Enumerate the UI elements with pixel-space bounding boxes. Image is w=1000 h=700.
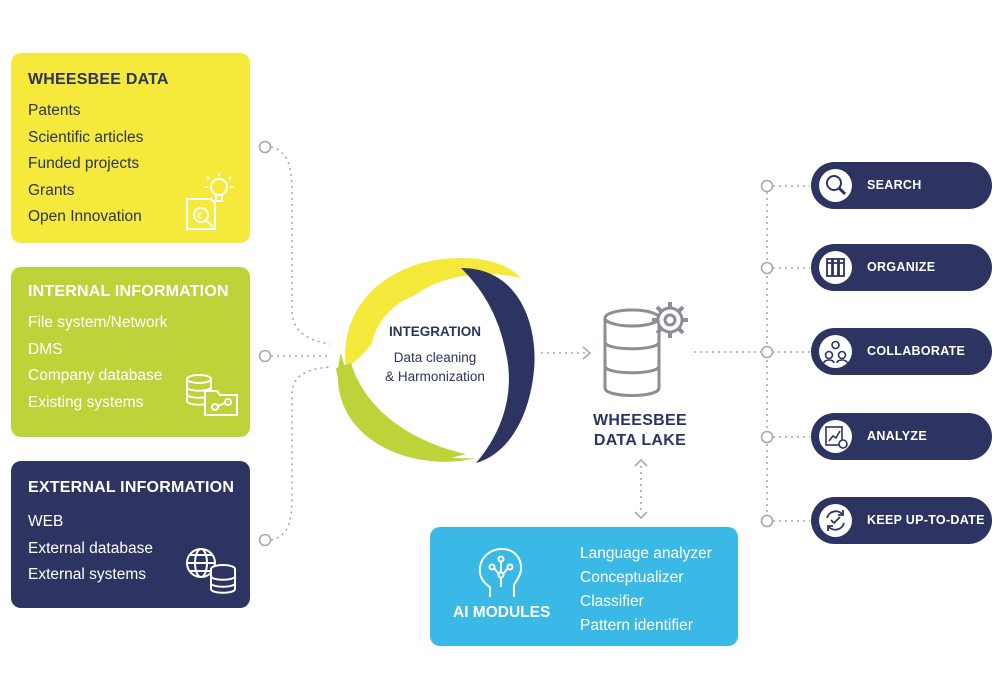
ai-head-icon xyxy=(478,547,523,597)
refresh-check-icon xyxy=(819,504,852,537)
people-icon xyxy=(819,335,852,368)
database-gear-icon xyxy=(603,302,688,397)
connector-wheesbee xyxy=(270,146,331,345)
list-item: External systems xyxy=(28,566,147,583)
integration-subtitle-line: & Harmonization xyxy=(385,368,485,384)
output-label: ORGANIZE xyxy=(867,260,936,274)
list-item: External database xyxy=(28,539,153,557)
chart-icon xyxy=(819,420,852,453)
output-label: KEEP UP-TO-DATE xyxy=(867,513,985,527)
list-item: Pattern identifier xyxy=(580,617,693,634)
output-keep-up-to-date[interactable]: KEEP UP-TO-DATE xyxy=(811,497,992,544)
list-item: File system/Network xyxy=(28,314,168,331)
lightbulb-document-icon: € xyxy=(186,173,233,230)
integration-ring xyxy=(336,258,535,463)
list-item: Grants xyxy=(28,181,75,199)
magnifier-icon xyxy=(819,169,852,202)
connector-external xyxy=(270,366,331,541)
list-item: Company database xyxy=(28,367,163,384)
data-lake-line: DATA LAKE xyxy=(593,432,687,449)
arrow-up-lake xyxy=(634,458,648,467)
list-item: DMS xyxy=(28,340,63,358)
database-folder-icon xyxy=(186,374,238,416)
integration-subtitle-line: Data cleaning xyxy=(393,350,477,365)
external-information-box: EXTERNAL INFORMATION WEB External databa… xyxy=(11,461,250,608)
list-item: Patents xyxy=(28,102,81,119)
list-item: Scientific articles xyxy=(28,128,144,146)
output-label: ANALYZE xyxy=(867,429,927,443)
ring-yellow-segment xyxy=(345,258,521,368)
source-connectors xyxy=(270,146,810,541)
output-search[interactable]: SEARCH xyxy=(811,162,992,209)
internal-information-list: File system/Network DMS Company database… xyxy=(28,310,250,416)
internal-information-title: INTERNAL INFORMATION xyxy=(28,283,229,300)
ai-modules-list: Language analyzer Conceptualizer Classif… xyxy=(580,542,712,638)
integration-subtitle: Data cleaning & Harmonization xyxy=(366,349,504,386)
list-item: Conceptualizer xyxy=(580,569,684,586)
output-label: SEARCH xyxy=(867,178,922,192)
external-information-title: EXTERNAL INFORMATION xyxy=(28,479,235,496)
list-item: WEB xyxy=(28,513,64,530)
connector-nodes xyxy=(258,140,774,547)
svg-text:€: € xyxy=(197,211,203,222)
data-lake-label: WHEESBEE DATA LAKE xyxy=(568,411,712,451)
list-item: Existing systems xyxy=(28,393,144,411)
ai-modules-box: AI MODULES Language analyzer Conceptuali… xyxy=(430,527,738,646)
internal-information-box: INTERNAL INFORMATION File system/Network… xyxy=(11,267,250,437)
arrow-down-ai xyxy=(634,511,648,520)
wheesbee-data-box: WHEESBEE DATA Patents Scientific article… xyxy=(11,53,250,243)
arrow-to-lake xyxy=(582,346,592,360)
data-lake-line: WHEESBEE xyxy=(593,412,687,429)
ring-lime-segment xyxy=(337,353,476,462)
wheesbee-data-title: WHEESBEE DATA xyxy=(28,71,169,88)
ai-modules-label: AI MODULES xyxy=(453,604,551,621)
list-item: Classifier xyxy=(580,593,644,610)
list-item: Language analyzer xyxy=(580,545,712,562)
arrow-heads xyxy=(582,346,648,520)
output-analyze[interactable]: ANALYZE xyxy=(811,413,992,460)
list-item: Open Innovation xyxy=(28,208,142,225)
wheesbee-data-list: Patents Scientific articles Funded proje… xyxy=(28,98,250,231)
output-label: COLLABORATE xyxy=(867,344,966,358)
output-organize[interactable]: ORGANIZE xyxy=(811,244,992,291)
external-information-list: WEB External database External systems xyxy=(28,509,250,589)
output-collaborate[interactable]: COLLABORATE xyxy=(811,328,992,375)
list-item: Funded projects xyxy=(28,155,140,172)
globe-database-icon xyxy=(186,548,236,594)
binders-icon xyxy=(819,251,852,284)
ring-navy-segment xyxy=(461,268,535,463)
ring-center xyxy=(370,292,502,424)
integration-title: INTEGRATION xyxy=(389,324,481,339)
